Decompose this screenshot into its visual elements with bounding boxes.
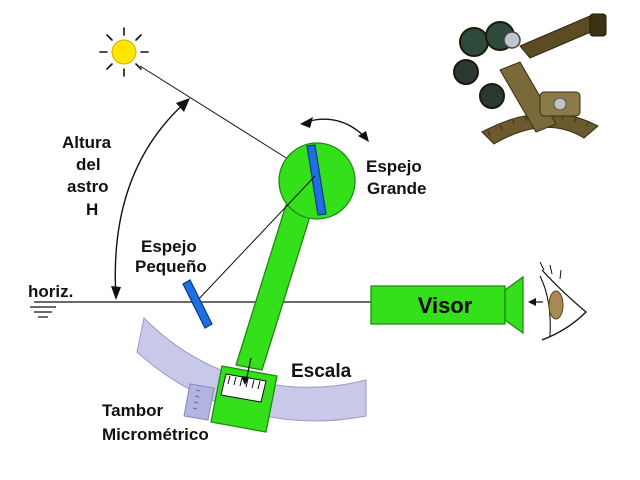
escala-label: Escala xyxy=(291,361,352,382)
small-mirror xyxy=(182,279,213,329)
micrometer-drum xyxy=(183,383,215,421)
altitude-arc xyxy=(111,98,190,300)
altura-label-1: Altura xyxy=(62,133,112,152)
visor-telescope: Visor xyxy=(370,275,524,335)
sextant-photo xyxy=(453,13,607,145)
reflected-ray xyxy=(195,175,316,303)
altura-label-3: astro xyxy=(67,177,109,196)
visor-label: Visor xyxy=(418,293,473,318)
espejo-pequeno-label-1: Espejo xyxy=(141,237,197,256)
espejo-grande-label-1: Espejo xyxy=(366,157,422,176)
eye-icon xyxy=(528,261,587,341)
rotation-arrow xyxy=(300,117,369,142)
altura-label-2: del xyxy=(76,155,101,174)
espejo-grande-label-2: Grande xyxy=(367,179,427,198)
sun-ray xyxy=(139,65,316,177)
tambor-label-1: Tambor xyxy=(102,401,163,420)
tambor-label-2: Micrométrico xyxy=(102,425,209,444)
espejo-pequeno-label-2: Pequeño xyxy=(135,257,207,276)
altura-label-4: H xyxy=(86,200,98,219)
horizon-symbol xyxy=(30,306,56,318)
sun-icon xyxy=(99,27,149,77)
vernier-window xyxy=(220,357,267,403)
large-mirror xyxy=(306,144,327,216)
horizon-label: horiz. xyxy=(28,282,73,301)
